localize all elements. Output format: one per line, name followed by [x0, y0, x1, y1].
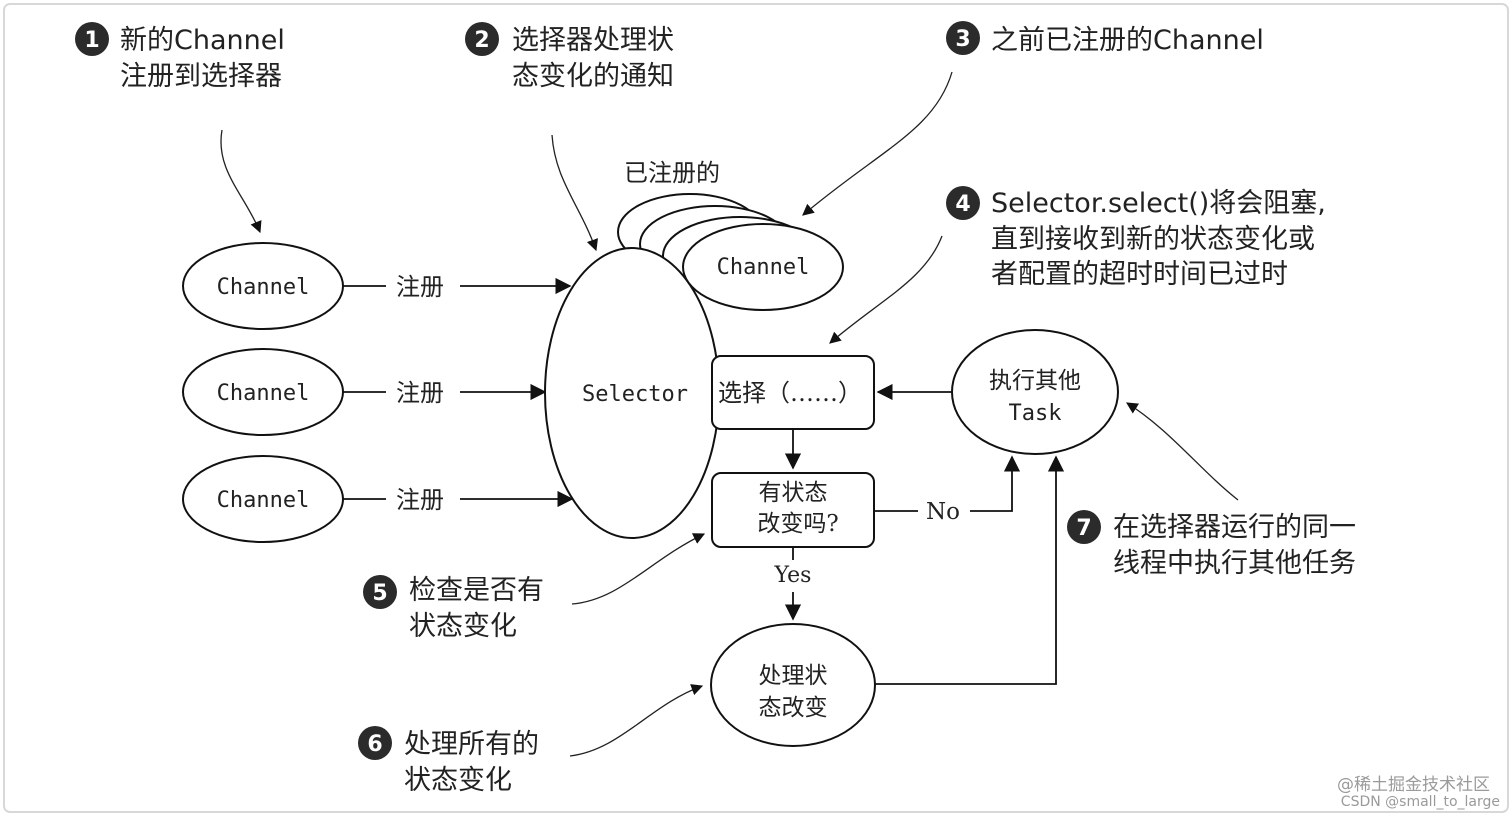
decision-line-1: 有状态: [759, 480, 828, 506]
yes-label: Yes: [774, 563, 812, 588]
callout-7-badge: [1067, 510, 1101, 544]
selector-label: Selector: [582, 382, 688, 407]
channel-3-label: Channel: [217, 488, 310, 513]
process-line-1: 处理状: [759, 663, 828, 689]
callout-4-number: 4: [955, 192, 970, 217]
callout-7: 7 在选择器运行的同一 线程中执行其他任务: [1067, 402, 1356, 579]
callout-3-badge: [946, 21, 980, 55]
callout-4-line-1: Selector.select()将会阻塞,: [991, 188, 1326, 219]
edge-yes: Yes: [774, 547, 812, 621]
callout-1-pointer: [220, 129, 262, 234]
callout-2-number: 2: [474, 28, 489, 53]
callout-2-pointer: [551, 134, 598, 252]
callout-6-number: 6: [367, 732, 382, 757]
callout-2: 2 选择器处理状 态变化的通知: [465, 22, 674, 252]
process-ellipse: [710, 623, 876, 747]
channel-1-label: Channel: [217, 275, 310, 300]
callout-5-line-2: 状态变化: [409, 611, 517, 642]
task-node: 执行其他 Task: [951, 329, 1119, 455]
process-line-2: 态改变: [759, 695, 828, 721]
channel-node-1: Channel: [182, 242, 344, 330]
callout-6-badge: [358, 726, 392, 760]
registered-channel-label: Channel: [717, 255, 810, 280]
callout-1-number: 1: [84, 28, 99, 53]
callout-6: 6 处理所有的 状态变化: [358, 684, 704, 796]
no-label: No: [926, 499, 960, 525]
callout-6-line-1: 处理所有的: [404, 729, 539, 760]
select-box: 选择（……）: [711, 355, 875, 430]
select-box-label: 选择（……）: [718, 379, 862, 407]
callout-2-line-1: 选择器处理状: [512, 25, 674, 56]
selector-node: Selector: [544, 247, 720, 539]
callout-1-badge: [75, 22, 109, 56]
callout-7-line-2: 线程中执行其他任务: [1113, 548, 1356, 579]
callout-2-badge: [465, 22, 499, 56]
register-edge-2: 注册: [343, 379, 547, 407]
process-node: 处理状 态改变: [710, 623, 876, 747]
channel-node-3: Channel: [182, 455, 344, 543]
register-edge-1: 注册: [343, 273, 572, 301]
registered-channel-front: Channel: [682, 223, 844, 311]
callout-1: 1 新的Channel 注册到选择器: [75, 22, 285, 234]
channel-2-label: Channel: [217, 381, 310, 406]
callout-2-line-2: 态变化的通知: [512, 61, 674, 92]
callout-5-number: 5: [372, 581, 387, 606]
callout-1-line-1: 新的Channel: [120, 25, 285, 56]
registered-channel-front-ellipse: [682, 223, 844, 311]
watermark-line-2: CSDN @small_to_large: [1341, 794, 1500, 810]
callout-6-pointer: [569, 684, 704, 757]
callout-1-line-2: 注册到选择器: [120, 61, 282, 92]
callout-5-pointer: [571, 533, 706, 605]
callout-3-pointer: [802, 71, 953, 216]
callout-7-line-1: 在选择器运行的同一: [1113, 512, 1356, 543]
task-line-2: Task: [1009, 401, 1062, 426]
edge-no: No: [874, 455, 1021, 525]
callout-4-line-3: 者配置的超时时间已过时: [991, 259, 1288, 290]
watermark: @稀土掘金技术社区 CSDN @small_to_large: [1337, 775, 1500, 810]
callout-5-badge: [363, 575, 397, 609]
callout-4-badge: [946, 186, 980, 220]
edge-process-to-task: [875, 455, 1065, 685]
watermark-line-1: @稀土掘金技术社区: [1337, 775, 1490, 795]
callout-4-pointer: [829, 235, 943, 344]
task-line-1: 执行其他: [989, 368, 1081, 394]
callout-4-line-2: 直到接收到新的状态变化或: [991, 224, 1315, 255]
callout-3-line-1: 之前已注册的Channel: [991, 25, 1264, 56]
decision-box: 有状态 改变吗?: [711, 472, 875, 548]
decision-line-2: 改变吗?: [757, 511, 838, 537]
register-label-3: 注册: [396, 486, 444, 514]
callout-6-line-2: 状态变化: [404, 765, 512, 796]
registered-group-title: 已注册的: [624, 159, 720, 187]
callout-7-number: 7: [1076, 516, 1091, 541]
callout-4: 4 Selector.select()将会阻塞, 直到接收到新的状态变化或 者配…: [829, 186, 1326, 344]
register-edge-3: 注册: [343, 486, 574, 514]
callout-3-number: 3: [955, 27, 970, 52]
register-label-1: 注册: [396, 273, 444, 301]
register-label-2: 注册: [396, 379, 444, 407]
callout-5-line-1: 检查是否有: [409, 575, 544, 606]
channel-node-2: Channel: [182, 348, 344, 436]
callout-7-pointer: [1126, 402, 1239, 501]
callout-5: 5 检查是否有 状态变化: [363, 533, 706, 642]
callout-3: 3 之前已注册的Channel: [802, 21, 1264, 216]
